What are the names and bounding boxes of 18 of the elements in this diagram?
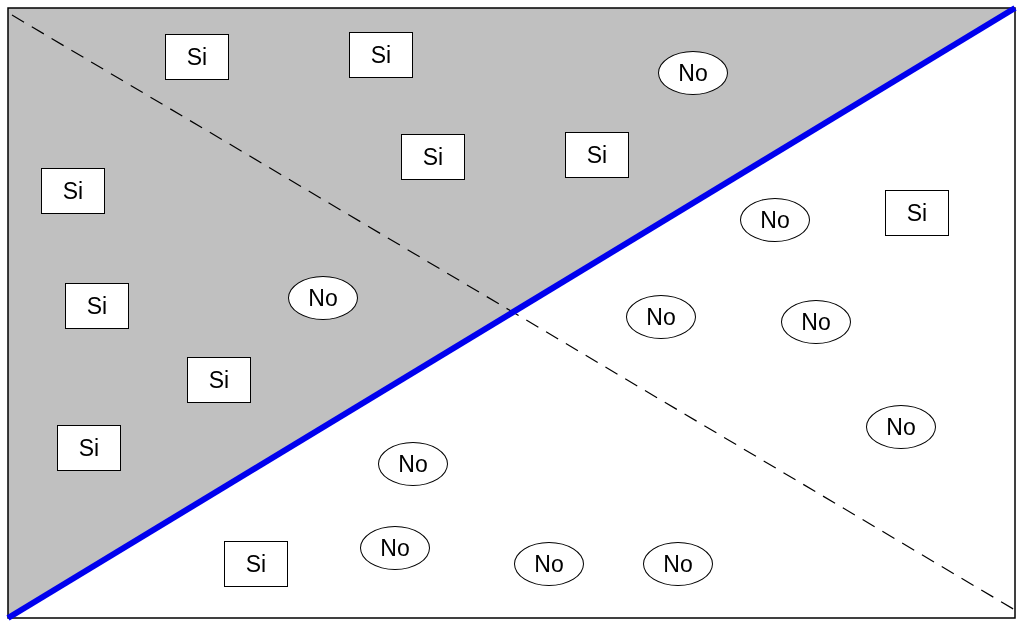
square-marker: Si [349, 32, 413, 78]
oval-marker: No [866, 405, 936, 449]
square-marker: Si [187, 357, 251, 403]
oval-marker: No [781, 300, 851, 344]
oval-marker: No [378, 442, 448, 486]
square-marker: Si [565, 132, 629, 178]
square-marker: Si [65, 283, 129, 329]
square-marker: Si [401, 134, 465, 180]
oval-marker: No [360, 526, 430, 570]
square-marker: Si [224, 541, 288, 587]
oval-marker: No [514, 542, 584, 586]
oval-marker: No [740, 198, 810, 242]
oval-marker: No [626, 295, 696, 339]
square-marker: Si [57, 425, 121, 471]
square-marker: Si [41, 168, 105, 214]
oval-marker: No [643, 542, 713, 586]
square-marker: Si [885, 190, 949, 236]
square-marker: Si [165, 34, 229, 80]
